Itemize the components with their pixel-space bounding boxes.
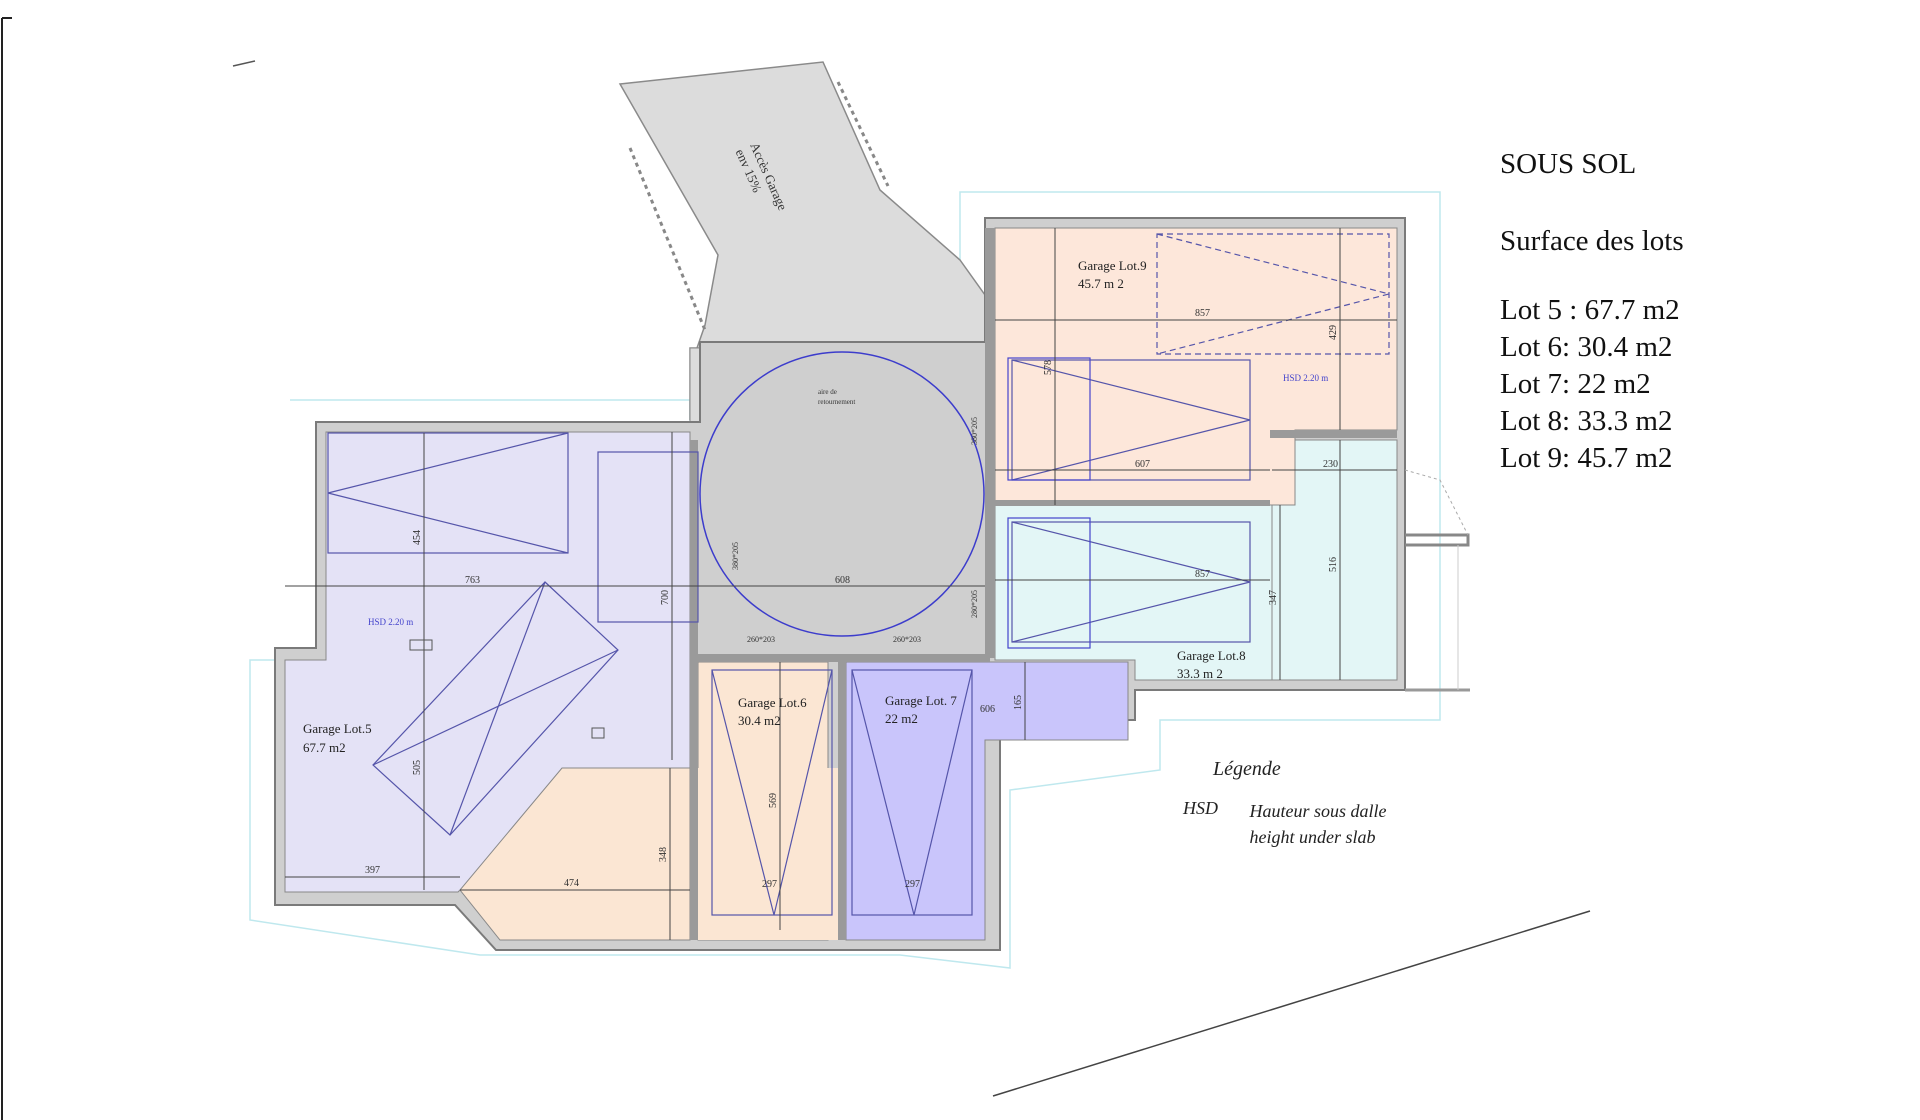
- dim-label: 397: [365, 865, 380, 876]
- lot5-area: 67.7 m2: [303, 740, 346, 755]
- dim-label: 606: [980, 704, 995, 715]
- dim-label: 165: [1013, 695, 1024, 710]
- dim-label: 578: [1043, 360, 1054, 375]
- dim-label: 516: [1328, 557, 1339, 572]
- legend-definition-en: height under slab: [1249, 827, 1376, 847]
- dim-label: 700: [660, 590, 671, 605]
- interior-wall: [995, 500, 1270, 506]
- lot-list-item: Lot 5 : 67.7 m2: [1500, 294, 1680, 326]
- lot-list-item: Lot 7: 22 m2: [1500, 368, 1651, 400]
- legend-abbr: HSD: [1183, 798, 1218, 818]
- lot6-name: Garage Lot.6: [738, 695, 807, 710]
- dim-label: 429: [1328, 325, 1339, 340]
- lot9-area: 45.7 m 2: [1078, 276, 1124, 291]
- property-line: [992, 910, 1591, 1097]
- lot5-name: Garage Lot.5: [303, 721, 372, 736]
- dim-label: 474: [564, 878, 579, 889]
- plan-title: SOUS SOL: [1500, 148, 1637, 180]
- turning-circle: [699, 351, 985, 637]
- interior-wall: [690, 440, 698, 940]
- dim-label: 857: [1195, 308, 1210, 319]
- legend-entry: HSD Hauteur sous dalle height under slab: [1183, 798, 1387, 850]
- legend-definition: Hauteur sous dalle height under slab: [1250, 798, 1387, 850]
- door-label: 380*205: [731, 542, 740, 570]
- dim-label: 505: [412, 760, 423, 775]
- lot-summary-panel: SOUS SOL Surface des lots Lot 5 : 67.7 m…: [1500, 148, 1860, 477]
- interior-wall: [838, 662, 846, 940]
- lot7-area: 22 m2: [885, 711, 918, 726]
- dim-label: 607: [1135, 459, 1150, 470]
- hsd-marker: [409, 639, 433, 651]
- plan-subtitle: Surface des lots: [1500, 225, 1684, 257]
- lot-list-item: Lot 8: 33.3 m2: [1500, 405, 1673, 437]
- lot9-name: Garage Lot.9: [1078, 258, 1147, 273]
- door-label: 260*203: [893, 635, 921, 644]
- door-label: 380*205: [970, 417, 979, 445]
- lot-list-item: Lot 9: 45.7 m2: [1500, 442, 1673, 474]
- corridor-zone: [690, 768, 850, 940]
- dim-label: 857: [1195, 569, 1210, 580]
- ramp-edge: [836, 81, 890, 187]
- lot-list-item: Lot 6: 30.4 m2: [1500, 331, 1673, 363]
- dim-label: 608: [835, 575, 850, 586]
- fixture-mark: [591, 727, 605, 739]
- dim-label: 347: [1268, 590, 1279, 605]
- lot8-name: Garage Lot.8: [1177, 648, 1246, 663]
- dim-label: 297: [905, 879, 920, 890]
- legend-title: Légende: [1213, 758, 1281, 780]
- hsd-mark-left: HSD 2.20 m: [368, 617, 413, 627]
- interior-wall: [1270, 430, 1397, 438]
- turning-label: retournement: [818, 398, 855, 406]
- exterior-step: [1404, 469, 1469, 536]
- lot8-area: 33.3 m 2: [1177, 666, 1223, 681]
- lot6-area: 30.4 m2: [738, 713, 781, 728]
- legend-definition-fr: Hauteur sous dalle: [1249, 801, 1387, 821]
- lot-list: Lot 5 : 67.7 m2 Lot 6: 30.4 m2 Lot 7: 22…: [1500, 292, 1860, 477]
- lot5-wedge: [459, 767, 691, 941]
- turning-label: aire de: [818, 388, 837, 396]
- dim-label: 348: [658, 847, 669, 862]
- dimension-lines: [285, 228, 1397, 940]
- interior-wall: [690, 654, 990, 662]
- dim-label: 297: [762, 879, 777, 890]
- exterior-step: [1405, 533, 1470, 547]
- dim-label: 454: [412, 530, 423, 545]
- interior-wall: [985, 228, 995, 658]
- car-outlines: [327, 233, 1392, 916]
- dim-label: 569: [768, 793, 779, 808]
- lot7-name: Garage Lot. 7: [885, 693, 957, 708]
- door-label: 280*205: [970, 590, 979, 618]
- dim-label: 763: [465, 575, 480, 586]
- dim-label: 230: [1323, 459, 1338, 470]
- stray-mark: [232, 60, 256, 67]
- door-label: 260*203: [747, 635, 775, 644]
- hsd-mark-right: HSD 2.20 m: [1283, 373, 1328, 383]
- ramp-edge: [628, 147, 707, 331]
